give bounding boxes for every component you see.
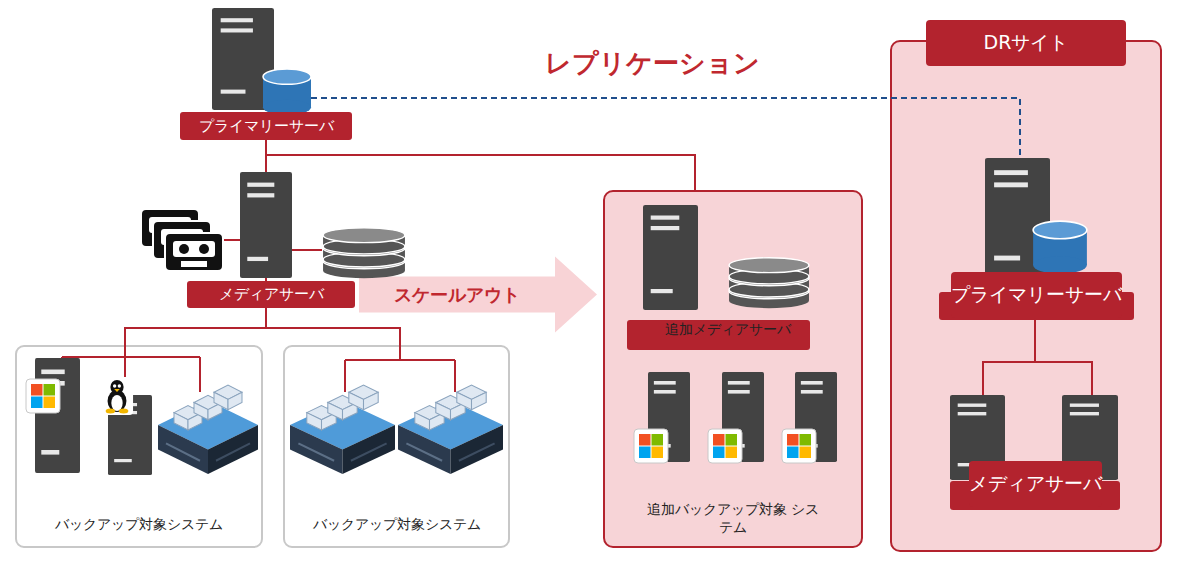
server-name: プライマリーサーバ (199, 117, 334, 136)
server-name: 追加メディアサーバ (665, 320, 772, 338)
group-name: 追加バックアップ対象 システム (641, 500, 825, 536)
connector-line (266, 140, 695, 190)
server-name: メディアサーバ (969, 461, 1102, 507)
server-label: 追加メディアサーバ (627, 320, 810, 350)
group-name: バックアップ対象システム (289, 516, 504, 534)
system-group: バックアップ対象システム (283, 345, 510, 548)
server-name: メディアサーバ (219, 285, 324, 304)
system-group: バックアップ対象システム (15, 345, 263, 548)
database-icon (263, 69, 311, 115)
edge-label: レプリケーション (542, 46, 763, 81)
connector-line (266, 308, 400, 345)
connector-line (125, 308, 266, 345)
tape-icon (165, 233, 223, 271)
disk-icon (323, 228, 405, 278)
scale-out-group: 追加バックアップ対象 システム 追加メディアサーバ (603, 190, 863, 548)
server-label: プライマリーサーバ (180, 112, 352, 140)
group-name: バックアップ対象システム (21, 516, 257, 534)
site-heading: DRサイト (926, 20, 1126, 66)
server-name: プライマリーサーバ (951, 272, 1122, 318)
server-label: プライマリーサーバ (939, 292, 1134, 320)
server-label: メディアサーバ (950, 481, 1120, 510)
edge-label: スケールアウト (391, 283, 523, 307)
server-label: メディアサーバ (187, 281, 355, 308)
dr-site-panel: DRサイトプライマリーサーバメディアサーバ (890, 40, 1162, 552)
server-icon (240, 172, 292, 278)
